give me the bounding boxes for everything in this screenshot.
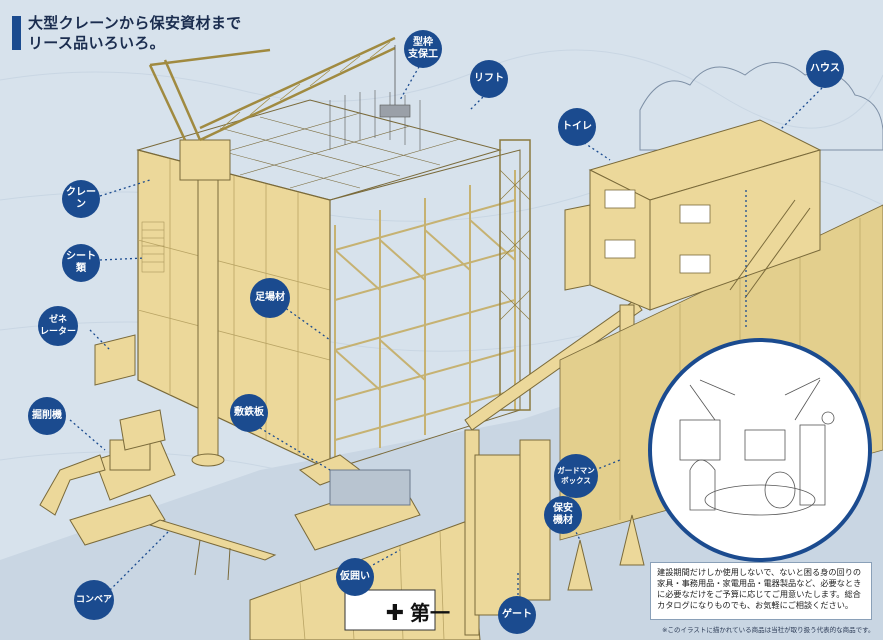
label-safety-equipment: 保安 機材 [544, 496, 582, 534]
label-gate: ゲート [498, 596, 536, 634]
label-temp-fence: 仮囲い [336, 558, 374, 596]
label-scaffold: 足場材 [250, 278, 290, 318]
label-crane: クレーン [62, 180, 100, 218]
title-line-1: 大型クレーンから保安資材まで [28, 14, 242, 32]
info-description: 建設期間だけしか使用しないで、ないと困る身の回りの家具・事務用品・家電用品・電器… [650, 562, 872, 620]
label-formwork: 型枠 支保工 [404, 30, 442, 68]
fence-sign-text: 第一 [410, 601, 450, 625]
label-toilet: トイレ [558, 108, 596, 146]
label-guardman-box: ガードマン ボックス [554, 454, 598, 498]
label-lift: リフト [470, 60, 508, 98]
title-accent-bar [12, 16, 21, 50]
label-generator: ゼネ レーター [38, 306, 78, 346]
label-steel-plate: 敷鉄板 [230, 394, 268, 432]
footnote: ※このイラストに描かれている商品は当社が取り扱う代表的な商品です。 [662, 626, 875, 634]
page-title: 大型クレーンから保安資材まで リース品いろいろ。 [28, 13, 241, 53]
label-excavator: 掘削機 [28, 397, 66, 435]
label-sheets: シート 類 [62, 244, 100, 282]
label-conveyor: コンベア [74, 580, 114, 620]
svg-text:✚: ✚ [386, 601, 404, 626]
title-line-2: リース品いろいろ。 [28, 34, 165, 52]
label-house: ハウス [806, 50, 844, 88]
